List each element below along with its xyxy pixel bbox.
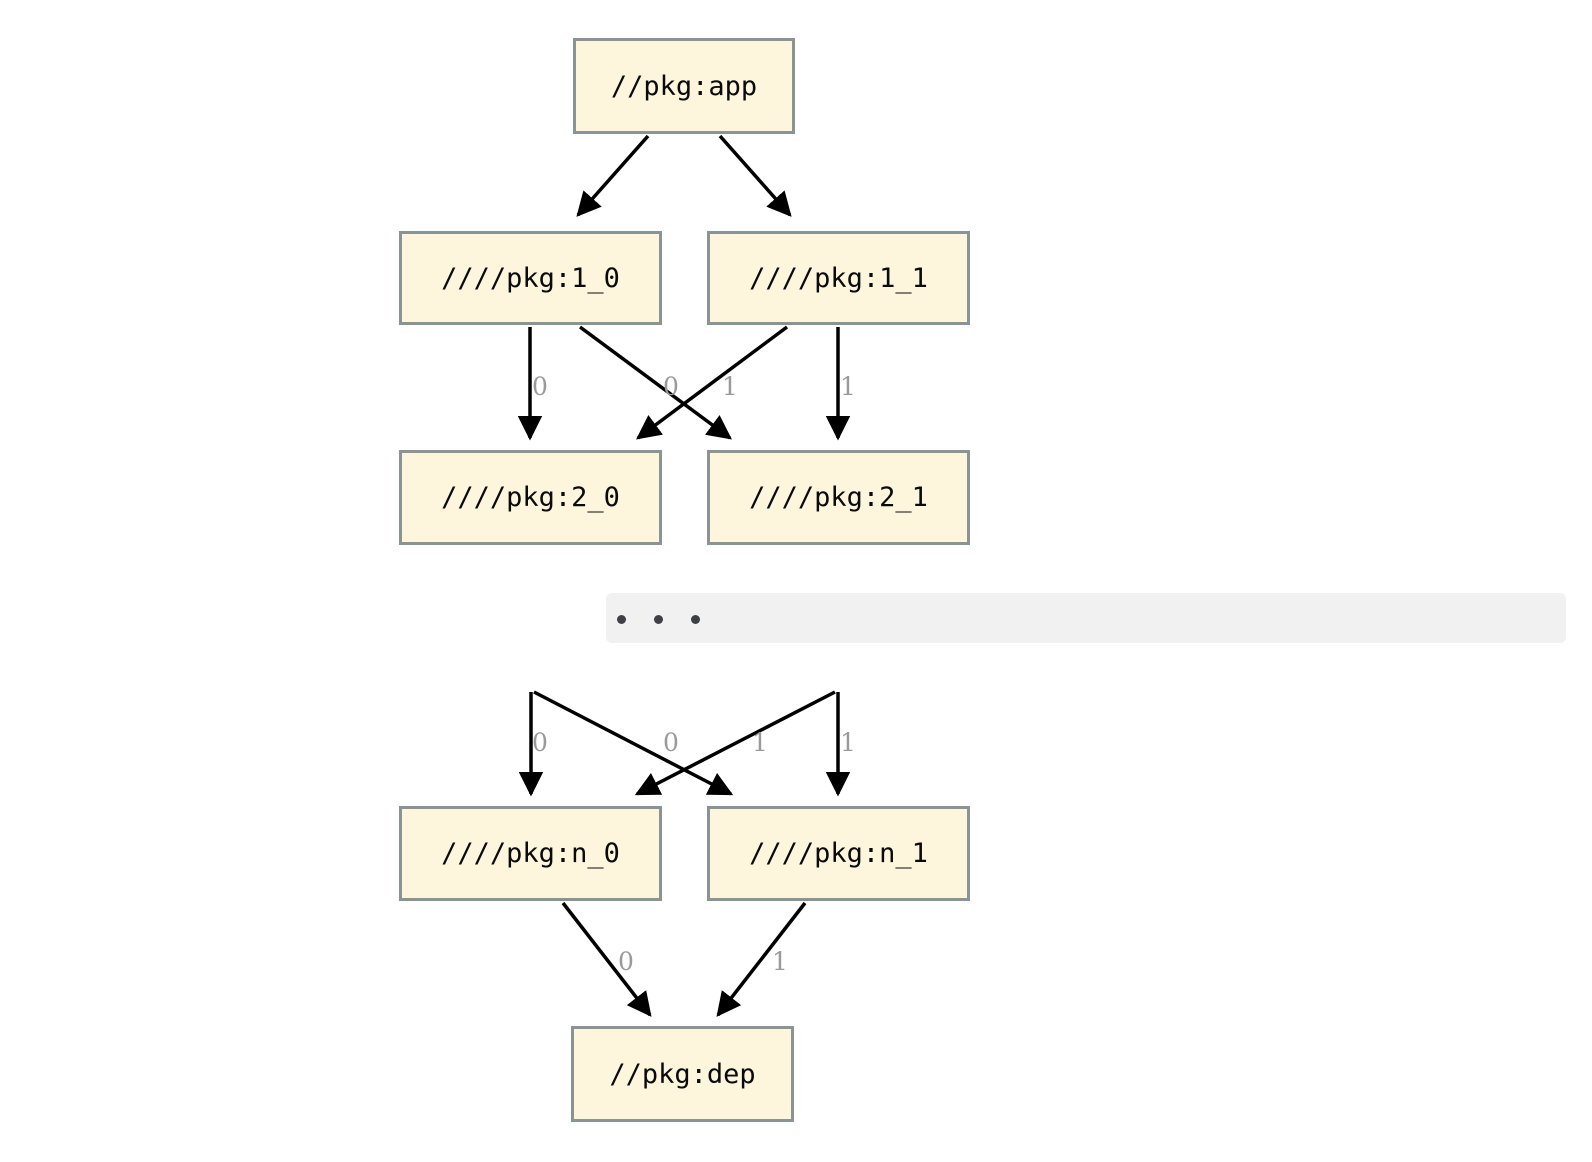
node-pkg-2_0[interactable]: ////pkg:2_0 [399, 450, 662, 545]
node-pkg-n_1[interactable]: ////pkg:n_1 [707, 806, 970, 901]
node-label: //pkg:dep [609, 1058, 756, 1090]
node-label: ////pkg:2_0 [441, 482, 620, 513]
node-pkg-1_0[interactable]: ////pkg:1_0 [399, 231, 662, 325]
node-label: ////pkg:1_1 [749, 262, 928, 294]
edge-upper-cross-to-n_1 [533, 690, 734, 796]
node-label: ////pkg:1_0 [441, 262, 620, 294]
edge-label-upper-to-n_1: 1 [840, 728, 856, 757]
node-pkg-n_0[interactable]: ////pkg:n_0 [399, 806, 662, 901]
edge-n_0-to-dep [561, 901, 652, 1017]
ellipsis-dot [617, 615, 626, 624]
edge-n_1-to-dep [716, 901, 807, 1017]
edge-upper-cross-to-n_0 [634, 690, 836, 796]
edge-app-to-1_1 [718, 134, 792, 217]
edge-label-upper-cross-n_0: 0 [663, 728, 679, 757]
ellipsis-band [606, 593, 1566, 643]
ellipsis-dot [691, 615, 700, 624]
node-pkg-dep[interactable]: //pkg:dep [571, 1026, 794, 1122]
edge-label-1_0-to-2_0: 0 [532, 372, 548, 401]
edge-app-to-1_0 [576, 134, 650, 217]
edge-label-1_1-to-2_1: 1 [840, 372, 856, 401]
node-pkg-app[interactable]: //pkg:app [573, 38, 795, 134]
edge-label-upper-to-n_0: 0 [532, 728, 548, 757]
node-label: //pkg:app [610, 70, 758, 102]
edge-label-1_0-to-2_1: 1 [722, 372, 738, 401]
edge-label-n_0-to-dep: 0 [618, 947, 634, 976]
edge-1_1-to-2_0 [636, 325, 789, 440]
node-pkg-1_1[interactable]: ////pkg:1_1 [707, 231, 970, 325]
node-pkg-2_1[interactable]: ////pkg:2_1 [707, 450, 970, 545]
node-label: ////pkg:n_0 [441, 838, 620, 869]
edge-label-n_1-to-dep: 1 [772, 947, 788, 976]
node-label: ////pkg:2_1 [749, 482, 928, 513]
node-label: ////pkg:n_1 [749, 838, 928, 869]
edge-label-upper-cross-n_1: 1 [752, 728, 768, 757]
ellipsis-dot [654, 615, 663, 624]
edge-label-1_1-to-2_0: 0 [663, 372, 679, 401]
edge-1_0-to-2_1 [578, 325, 732, 440]
